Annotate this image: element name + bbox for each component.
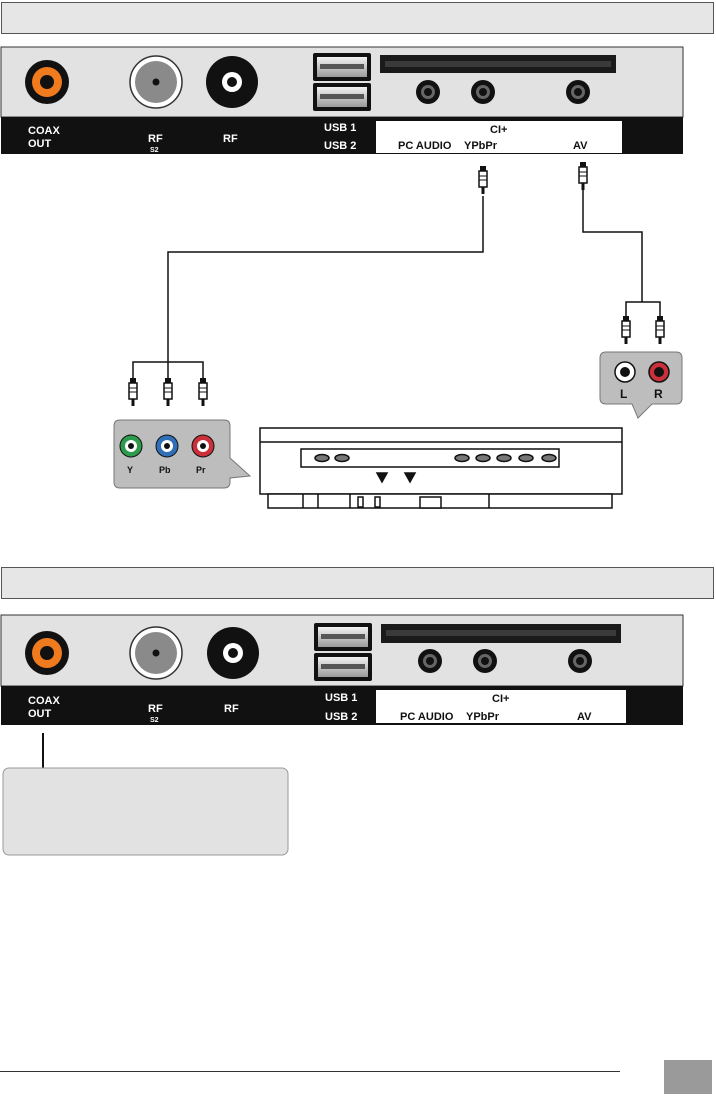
ci-slot-2-inner: [386, 630, 616, 636]
label-usb1-1: USB 1: [324, 122, 356, 134]
pb-plug: [163, 377, 173, 407]
pc-audio-jack-1: [416, 80, 440, 104]
label-rf-1: RF: [223, 133, 238, 145]
pb-jack: [155, 434, 179, 458]
label-av-1: AV: [573, 140, 588, 152]
audio-r-plug: [655, 315, 665, 345]
label-ci-1: CI+: [490, 124, 507, 136]
label-av-2: AV: [577, 711, 592, 723]
usb-2-port-2: [314, 653, 372, 681]
footer-rule: [0, 1071, 620, 1072]
section-header-1: [1, 2, 714, 34]
page-number-box: [664, 1060, 712, 1094]
pr-plug: [198, 377, 208, 407]
rf-s2-port-1: [129, 55, 183, 109]
back-panel-2: COAX OUT RF S2 RF USB 1 USB 2 CI+ PC AUD…: [0, 614, 684, 725]
ypbpr-plug: [478, 165, 488, 195]
audio-l-plug: [621, 315, 631, 345]
label-pr: Pr: [196, 465, 206, 475]
label-usb2-1: USB 2: [324, 140, 356, 152]
rf-port-2: [207, 627, 259, 679]
component-input-panel: Y Pb Pr: [113, 419, 252, 489]
ypbpr-jack-2: [473, 649, 497, 673]
label-rf-s2-sub-2: S2: [150, 717, 159, 724]
label-rf-2: RF: [224, 703, 239, 715]
ci-slot-1-inner: [385, 61, 611, 67]
label-rf-s2-1: RF: [148, 133, 163, 145]
av-jack-2: [568, 649, 592, 673]
usb-1-port-2: [314, 623, 372, 651]
label-l: L: [620, 387, 627, 401]
label-y: Y: [127, 465, 133, 475]
audio-cable: [582, 184, 661, 318]
back-panel-1: COAX OUT RF S2 RF USB 1 USB 2 CI+ PC AUD…: [0, 46, 684, 154]
av-plug: [578, 161, 588, 191]
y-plug: [128, 377, 138, 407]
label-coax-2: COAX: [28, 695, 60, 707]
audio-r-jack: [648, 361, 670, 383]
label-pc-audio-1: PC AUDIO: [398, 140, 452, 152]
coax-callout-box: [2, 767, 289, 856]
label-usb2-2: USB 2: [325, 711, 357, 723]
pr-jack: [191, 434, 215, 458]
label-out-2: OUT: [28, 708, 52, 720]
audio-l-jack: [614, 361, 636, 383]
coax-out-port-1: [25, 60, 69, 104]
label-out-1: OUT: [28, 138, 52, 150]
component-cable: [132, 196, 484, 378]
label-coax-1: COAX: [28, 125, 60, 137]
label-rf-s2-2: RF: [148, 703, 163, 715]
ypbpr-jack-1: [471, 80, 495, 104]
coax-out-port-2: [25, 631, 69, 675]
usb-2-port-1: [313, 83, 371, 111]
label-ypbpr-2: YPbPr: [466, 711, 500, 723]
rf-port-1: [206, 56, 258, 108]
label-band-2-whitebox: [376, 690, 626, 723]
label-ci-2: CI+: [492, 693, 509, 705]
y-jack: [119, 434, 143, 458]
pc-audio-jack-2: [418, 649, 442, 673]
label-r: R: [654, 387, 663, 401]
label-rf-s2-sub-1: S2: [150, 147, 159, 154]
rf-s2-port-2: [129, 626, 183, 680]
audio-input-panel: L R: [599, 351, 683, 419]
usb-1-port-1: [313, 53, 371, 81]
label-band-1-whitebox: [376, 121, 622, 153]
av-jack-1: [566, 80, 590, 104]
label-usb1-2: USB 1: [325, 692, 357, 704]
label-pc-audio-2: PC AUDIO: [400, 711, 454, 723]
section-header-2: [1, 567, 714, 599]
label-ypbpr-1: YPbPr: [464, 140, 498, 152]
label-pb: Pb: [159, 465, 171, 475]
external-device: [259, 427, 623, 509]
